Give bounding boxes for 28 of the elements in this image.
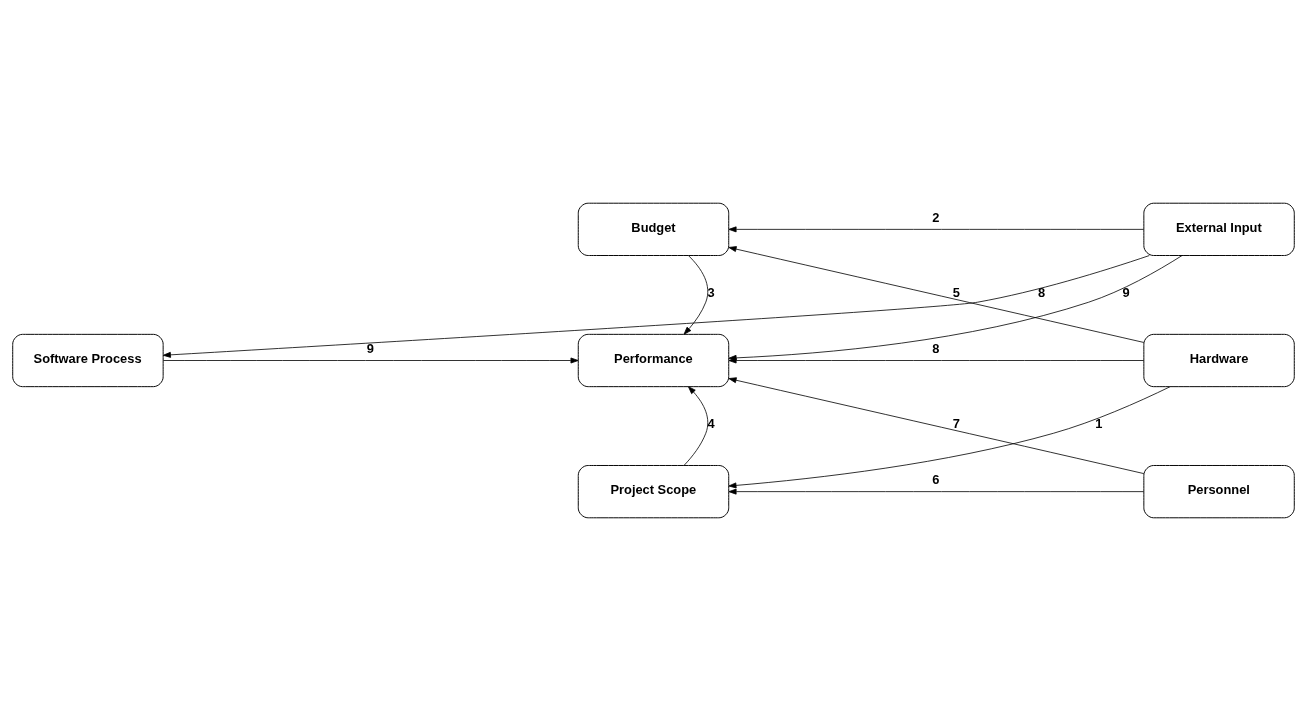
node-box: Project Scope xyxy=(577,465,730,519)
edge-label: 8 xyxy=(1038,285,1046,301)
arrow xyxy=(162,255,1150,358)
arrow xyxy=(162,357,579,364)
arrow xyxy=(728,357,1145,364)
edge-label: 2 xyxy=(932,209,940,225)
edge-label: 7 xyxy=(952,416,960,432)
edge-label: 9 xyxy=(366,341,374,357)
node-box: Personnel xyxy=(1143,465,1295,519)
edge-label: 5 xyxy=(952,285,960,301)
node-box: External Input xyxy=(1143,202,1295,256)
arrow xyxy=(728,377,1145,474)
edge-label: 3 xyxy=(707,285,715,301)
arrow xyxy=(728,226,1145,233)
edge-label: 9 xyxy=(1122,285,1130,301)
node-box: Budget xyxy=(577,202,730,256)
arrow xyxy=(728,488,1145,495)
node-box: Software Process xyxy=(12,333,164,388)
arrow xyxy=(683,386,709,466)
edge-label: 6 xyxy=(932,472,940,488)
edge-label: 4 xyxy=(707,416,715,432)
arrow xyxy=(728,386,1171,489)
edge-label: 1 xyxy=(1095,416,1103,432)
node-box: Hardware xyxy=(1143,333,1295,388)
node-box: Performance xyxy=(577,333,730,388)
arrow xyxy=(728,246,1145,343)
arrow xyxy=(683,255,709,335)
edge-label: 8 xyxy=(932,341,940,357)
